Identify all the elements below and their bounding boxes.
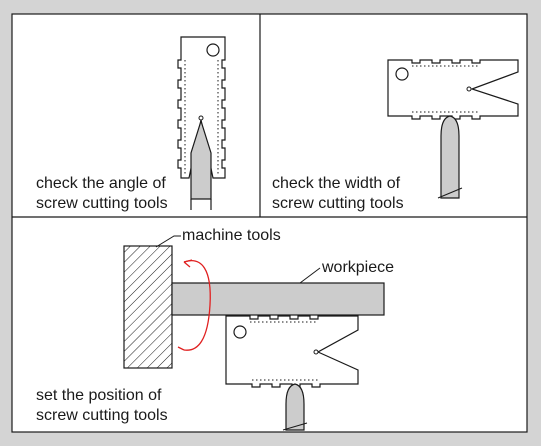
rotation-arrowhead-icon: [183, 259, 193, 268]
thread-gauge-ticks-right: [412, 65, 480, 113]
caption-line: check the width of: [272, 175, 401, 192]
label-workpiece: workpiece: [322, 259, 395, 276]
gauge-hole-icon-right: [395, 67, 409, 81]
rotation-tail-icon: [177, 346, 185, 351]
machine-chuck: [123, 245, 173, 369]
tool-shank-line: [190, 199, 212, 210]
caption-line: check the angle of: [36, 175, 166, 192]
caption-line: screw cutting tools: [36, 195, 168, 212]
screw-cutting-tool-icon: [190, 118, 212, 200]
gauge-notch-dot-icon: [466, 86, 472, 92]
screw-cutting-tool-icon-right: [440, 115, 460, 199]
gauge-notch-dot-icon-bottom: [313, 349, 319, 355]
thread-gauge-ticks-left: [184, 60, 219, 175]
thread-gauge-horizontal: [387, 59, 519, 120]
caption-check-angle: check the angle of screw cutting tools: [36, 174, 168, 214]
tool-shank-cut-bottom: [282, 422, 308, 431]
tool-shank-cut-right: [437, 187, 463, 199]
machine-tools-leader: [155, 235, 181, 248]
gauge-hole-icon: [206, 43, 220, 57]
thread-gauge-bottom: [225, 315, 359, 388]
label-machine-tools: machine tools: [182, 227, 281, 244]
screw-cutting-tool-icon-bottom: [285, 383, 305, 431]
caption-line: screw cutting tools: [36, 407, 168, 424]
gauge-hole-icon-bottom: [233, 325, 247, 339]
caption-line: set the position of: [36, 387, 162, 404]
caption-line: screw cutting tools: [272, 195, 404, 212]
workpiece-bar: [171, 282, 385, 316]
rotation-arrow-icon: [183, 260, 211, 351]
caption-set-position: set the position of screw cutting tools: [36, 386, 168, 426]
thread-gauge-ticks-bottom: [250, 321, 320, 381]
workpiece-leader: [299, 267, 321, 284]
caption-check-width: check the width of screw cutting tools: [272, 174, 404, 214]
